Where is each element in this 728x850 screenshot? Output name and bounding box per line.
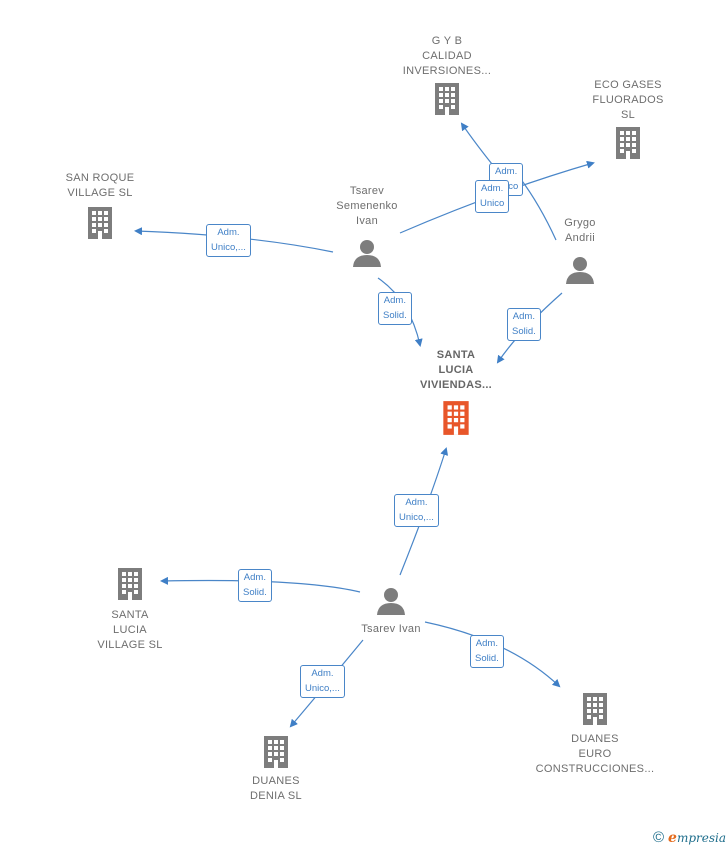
building-icon xyxy=(435,83,459,115)
node-tsarev-ivan[interactable]: Tsarev Ivan xyxy=(341,585,441,637)
role-badge[interactable]: Adm. Unico,... xyxy=(206,224,251,257)
node-san-roque[interactable]: SAN ROQUE VILLAGE SL xyxy=(50,171,150,241)
person-icon xyxy=(566,257,594,284)
role-badge[interactable]: Adm. Solid. xyxy=(378,292,412,325)
node-duanes-euro[interactable]: DUANES EURO CONSTRUCCIONES... xyxy=(530,691,660,777)
copyright-icon: © xyxy=(652,829,665,846)
person-icon xyxy=(353,240,381,267)
role-badge[interactable]: Adm. Unico xyxy=(475,180,510,213)
node-gyb-calidad[interactable]: G Y B CALIDAD INVERSIONES... xyxy=(392,34,502,117)
building-icon xyxy=(616,127,640,159)
edge-grygo-gyb xyxy=(519,177,557,241)
node-label: ECO GASES FLUORADOS SL xyxy=(592,79,664,121)
role-badge[interactable]: Adm. Unico,... xyxy=(394,494,439,527)
node-grygo-andrii[interactable]: Grygo Andrii xyxy=(540,216,620,286)
role-badge[interactable]: Adm. Solid. xyxy=(238,569,272,602)
node-label: Grygo Andrii xyxy=(564,217,596,244)
node-label: Tsarev Semenenko Ivan xyxy=(336,185,398,227)
brand-logo-text: mpresia xyxy=(676,831,726,845)
building-icon xyxy=(443,401,469,435)
brand-logo-e: e xyxy=(668,830,677,846)
node-label: SAN ROQUE VILLAGE SL xyxy=(65,172,135,199)
node-label: DUANES DENIA SL xyxy=(250,775,302,802)
building-icon xyxy=(264,736,288,768)
node-label: Tsarev Ivan xyxy=(361,623,421,635)
node-duanes-denia[interactable]: DUANES DENIA SL xyxy=(226,734,326,804)
role-badge[interactable]: Adm. Unico,... xyxy=(300,665,345,698)
role-badge[interactable]: Adm. Solid. xyxy=(470,635,504,668)
role-badge[interactable]: Adm. Solid. xyxy=(507,308,541,341)
node-tsarev-semenenko[interactable]: Tsarev Semenenko Ivan xyxy=(317,184,417,269)
building-icon xyxy=(118,568,142,600)
person-icon xyxy=(377,588,405,615)
node-label: SANTA LUCIA VIVIENDAS... xyxy=(419,349,493,391)
node-santa-lucia-village[interactable]: SANTA LUCIA VILLAGE SL xyxy=(80,566,180,653)
building-icon xyxy=(583,693,607,725)
edge-ivan-vil xyxy=(160,576,361,593)
node-label: DUANES EURO CONSTRUCCIONES... xyxy=(535,733,655,775)
node-eco-gases[interactable]: ECO GASES FLUORADOS SL xyxy=(578,78,678,161)
node-label: G Y B CALIDAD INVERSIONES... xyxy=(402,35,492,77)
brand-footer[interactable]: ©empresia xyxy=(653,829,726,846)
node-santa-lucia-viviendas[interactable]: SANTA LUCIA VIVIENDAS... xyxy=(406,348,506,437)
building-icon xyxy=(88,207,112,239)
node-label: SANTA LUCIA VILLAGE SL xyxy=(97,609,163,651)
